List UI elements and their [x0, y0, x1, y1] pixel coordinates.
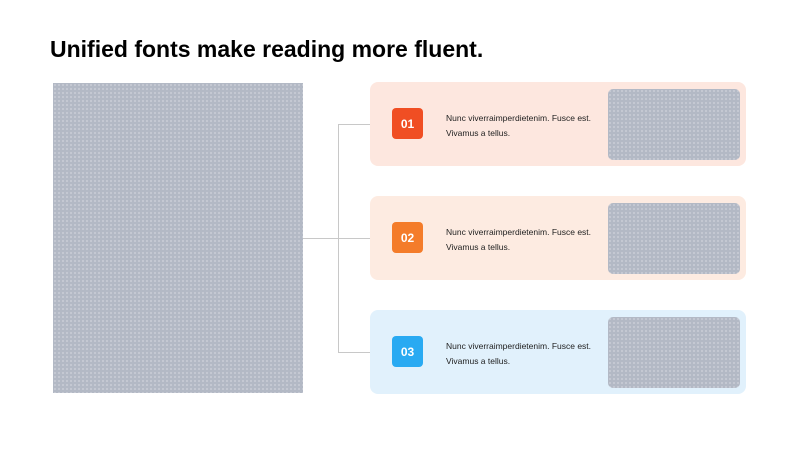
item-card-3: 03 Nunc viverraimperdietenim. Fusce est.…: [370, 310, 746, 394]
item-number-badge: 01: [392, 108, 423, 139]
item-number-badge: 03: [392, 336, 423, 367]
item-card-1: 01 Nunc viverraimperdietenim. Fusce est.…: [370, 82, 746, 166]
item-card-2: 02 Nunc viverraimperdietenim. Fusce est.…: [370, 196, 746, 280]
connector-branch-2: [338, 238, 370, 239]
item-description: Nunc viverraimperdietenim. Fusce est. Vi…: [446, 113, 592, 138]
item-image-placeholder: [608, 89, 740, 160]
connector-branch-3: [338, 352, 370, 353]
item-number-badge: 02: [392, 222, 423, 253]
connector-branch-1: [338, 124, 370, 125]
connector-line-main: [303, 238, 339, 239]
item-image-placeholder: [608, 203, 740, 274]
slide-title: Unified fonts make reading more fluent.: [50, 36, 484, 62]
main-image-placeholder: [53, 83, 303, 393]
item-description: Nunc viverraimperdietenim. Fusce est. Vi…: [446, 227, 592, 252]
item-description: Nunc viverraimperdietenim. Fusce est. Vi…: [446, 341, 592, 366]
item-image-placeholder: [608, 317, 740, 388]
